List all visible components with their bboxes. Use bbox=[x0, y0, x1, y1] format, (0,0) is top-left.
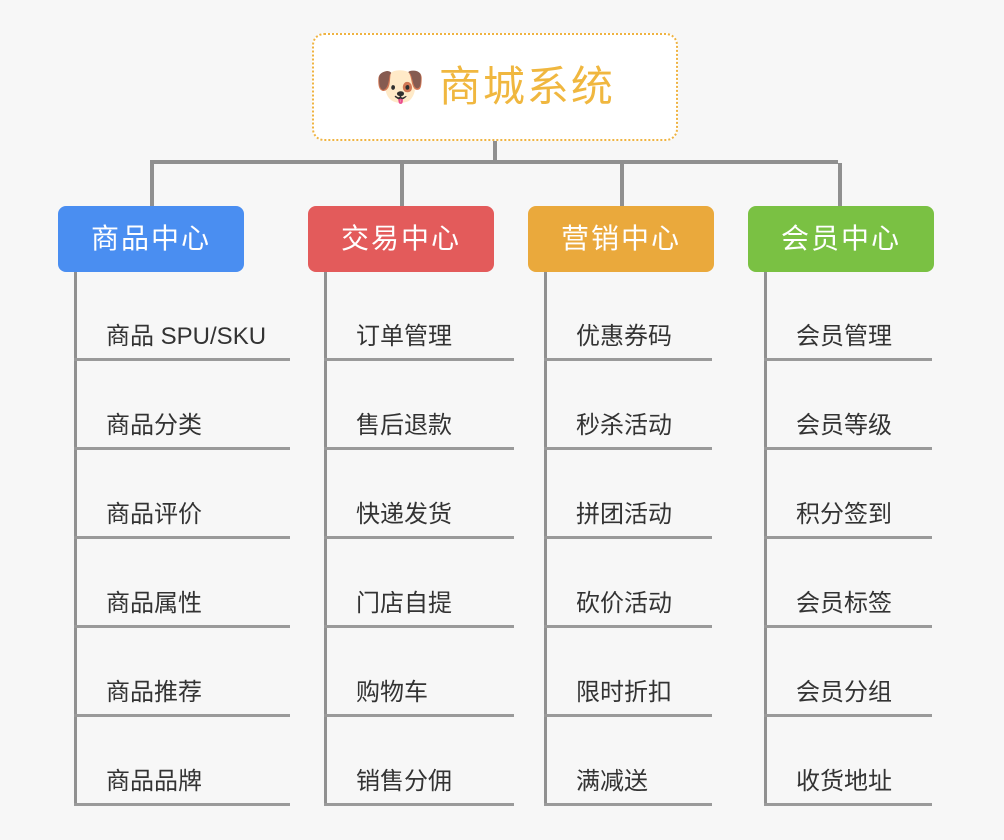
leaf-item-label: 商品评价 bbox=[106, 501, 202, 528]
leaf-item-label: 快递发货 bbox=[356, 501, 452, 528]
leaf-item-underline bbox=[764, 714, 932, 717]
leaf-item-underline bbox=[74, 714, 290, 717]
root-title: 商城系统 bbox=[438, 63, 615, 110]
leaf-item-label: 购物车 bbox=[356, 679, 428, 706]
leaf-item-label: 订单管理 bbox=[356, 323, 452, 350]
leaf-item-underline bbox=[764, 625, 932, 628]
connector-drop-4 bbox=[838, 163, 842, 207]
leaf-item-underline bbox=[324, 625, 514, 628]
leaf-item-underline bbox=[324, 536, 514, 539]
leaf-item-label: 销售分佣 bbox=[356, 768, 452, 795]
leaf-item-label: 商品 SPU/SKU bbox=[106, 323, 267, 350]
leaf-item-underline bbox=[324, 447, 514, 450]
leaf-item-label: 秒杀活动 bbox=[576, 412, 672, 439]
leaf-item-underline bbox=[764, 358, 932, 361]
leaf-item-underline bbox=[74, 536, 290, 539]
leaf-item-label: 商品分类 bbox=[106, 412, 202, 439]
leaf-item-underline bbox=[544, 536, 712, 539]
leaf-item-label: 收货地址 bbox=[796, 768, 892, 795]
leaf-item-label: 商品品牌 bbox=[106, 768, 202, 795]
leaf-item-underline bbox=[764, 536, 932, 539]
category-label: 商品中心 bbox=[90, 223, 211, 254]
leaf-trunk-line bbox=[324, 272, 327, 806]
leaf-item-underline bbox=[544, 803, 712, 806]
category-label: 交易中心 bbox=[340, 223, 461, 254]
leaf-trunk-line bbox=[544, 272, 547, 806]
leaf-item-underline bbox=[764, 447, 932, 450]
leaf-item-underline bbox=[324, 803, 514, 806]
category-label: 营销中心 bbox=[560, 223, 681, 254]
leaf-trunk-line bbox=[74, 272, 77, 806]
leaf-item-underline bbox=[544, 447, 712, 450]
leaf-item-label: 商品属性 bbox=[106, 590, 202, 617]
leaf-item-label: 砍价活动 bbox=[576, 590, 672, 617]
leaf-item-label: 优惠券码 bbox=[576, 323, 672, 350]
leaf-trunk-line bbox=[764, 272, 767, 806]
leaf-item-label: 售后退款 bbox=[356, 412, 452, 439]
connector-drop-2 bbox=[400, 163, 404, 207]
root-node[interactable]: 🐶 商城系统 bbox=[312, 33, 678, 141]
connector-root-stem bbox=[493, 141, 497, 164]
leaf-item-label: 限时折扣 bbox=[576, 679, 672, 706]
leaf-item-label: 商品推荐 bbox=[106, 679, 202, 706]
leaf-item-underline bbox=[74, 447, 290, 450]
category-box-1[interactable]: 商品中心 bbox=[58, 206, 244, 272]
leaf-item-label: 满减送 bbox=[576, 768, 648, 795]
leaf-item-label: 门店自提 bbox=[356, 590, 452, 617]
leaf-item-underline bbox=[324, 714, 514, 717]
category-label: 会员中心 bbox=[780, 223, 901, 254]
category-box-2[interactable]: 交易中心 bbox=[308, 206, 494, 272]
leaf-item-underline bbox=[324, 358, 514, 361]
leaf-item-label: 会员管理 bbox=[796, 323, 892, 350]
dog-face-icon: 🐶 bbox=[375, 65, 425, 109]
leaf-item-label: 会员分组 bbox=[796, 679, 892, 706]
leaf-item-underline bbox=[74, 803, 290, 806]
connector-drop-3 bbox=[620, 163, 624, 207]
leaf-item-underline bbox=[74, 625, 290, 628]
category-box-3[interactable]: 营销中心 bbox=[528, 206, 714, 272]
leaf-item-label: 会员等级 bbox=[796, 412, 892, 439]
leaf-item-underline bbox=[544, 625, 712, 628]
leaf-item-label: 积分签到 bbox=[796, 501, 892, 528]
leaf-item-label: 拼团活动 bbox=[576, 501, 672, 528]
leaf-item-underline bbox=[544, 714, 712, 717]
leaf-item-underline bbox=[544, 358, 712, 361]
category-box-4[interactable]: 会员中心 bbox=[748, 206, 934, 272]
connector-drop-1 bbox=[150, 163, 154, 207]
leaf-item-underline bbox=[764, 803, 932, 806]
leaf-item-underline bbox=[74, 358, 290, 361]
connector-horizontal-bus bbox=[150, 160, 838, 164]
leaf-item-label: 会员标签 bbox=[796, 590, 892, 617]
